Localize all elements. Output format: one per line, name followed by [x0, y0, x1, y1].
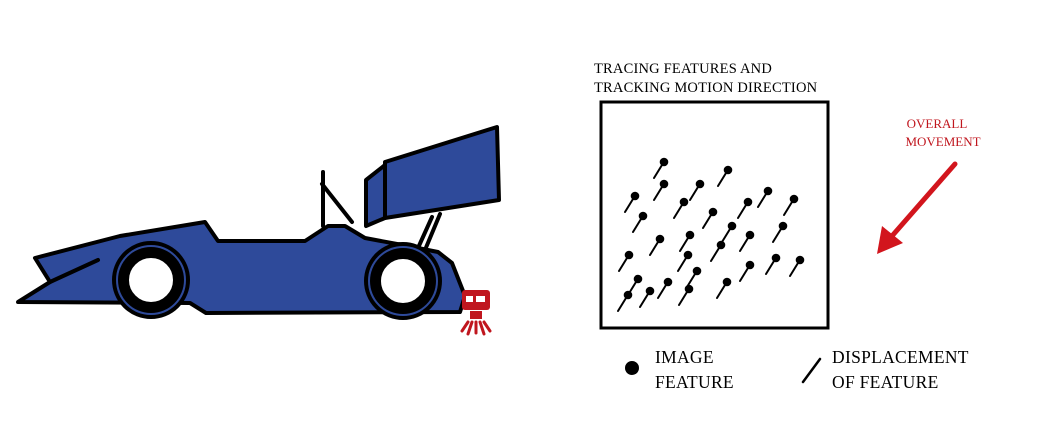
- feature-dot: [763, 186, 773, 196]
- displacement-stroke: [702, 214, 712, 229]
- feature-dot: [723, 165, 733, 175]
- displacement-stroke: [639, 293, 649, 308]
- displacement-stroke: [673, 204, 683, 219]
- feature-dot: [685, 230, 695, 240]
- displacement-stroke: [739, 267, 749, 282]
- feature-dot: [655, 234, 665, 244]
- displacement-stroke: [649, 241, 659, 256]
- feature-dot: [745, 230, 755, 240]
- displacement-stroke: [689, 186, 699, 201]
- arrow-label-line2: MOVEMENT: [905, 134, 980, 149]
- legend-feature-line1: IMAGE: [655, 347, 714, 367]
- displacement-stroke: [617, 297, 627, 312]
- displacement-stroke: [632, 218, 642, 233]
- feature-dot: [745, 260, 755, 270]
- displacement-stroke: [677, 257, 687, 272]
- race-car-icon: [16, 125, 501, 320]
- feature-dot: [645, 286, 655, 296]
- feature-dot: [727, 221, 737, 231]
- feature-dot: [692, 266, 702, 276]
- feature-dot: [743, 197, 753, 207]
- feature-dot: [683, 250, 693, 260]
- feature-dot: [663, 277, 673, 287]
- feature-dot: [708, 207, 718, 217]
- displacement-stroke: [765, 260, 775, 275]
- legend-feature-line2: FEATURE: [655, 372, 734, 392]
- legend-displacement: DISPLACEMENT OF FEATURE: [801, 347, 969, 392]
- feature-dot: [638, 211, 648, 221]
- displacement-stroke: [789, 262, 799, 277]
- legend-displacement-line1: DISPLACEMENT: [832, 347, 969, 367]
- feature-dot: [659, 179, 669, 189]
- displacement-stroke: [653, 164, 663, 179]
- displacement-stroke: [783, 201, 793, 216]
- feature-dot: [630, 191, 640, 201]
- feature-dot: [789, 194, 799, 204]
- displacement-stroke: [739, 237, 749, 252]
- feature-dot: [679, 197, 689, 207]
- displacement-stroke: [737, 204, 747, 219]
- displacement-stroke: [653, 186, 663, 201]
- feature-dot: [795, 255, 805, 265]
- feature-dot: [633, 274, 643, 284]
- panel-caption-line1: TRACING FEATURES AND: [594, 61, 772, 77]
- feature-dot: [684, 284, 694, 294]
- legend-image-feature: IMAGE FEATURE: [625, 347, 734, 392]
- displacement-stroke: [721, 228, 731, 243]
- arrow-label-line1: OVERALL: [907, 116, 968, 131]
- diagonal-arrow-icon: [877, 161, 958, 254]
- feature-dot: [624, 250, 634, 260]
- feature-dot-icon: [625, 361, 639, 375]
- displacement-stroke: [772, 228, 782, 243]
- legend-displacement-line2: OF FEATURE: [832, 372, 939, 392]
- displacement-stroke: [710, 247, 720, 262]
- feature-dot: [778, 221, 788, 231]
- optical-flow-sensor-icon: [460, 290, 492, 336]
- feature-dot: [722, 277, 732, 287]
- feature-dot: [623, 290, 633, 300]
- feature-dot: [771, 253, 781, 263]
- feature-dot: [659, 157, 669, 167]
- displacement-stroke: [657, 284, 667, 299]
- feature-dot: [695, 179, 705, 189]
- displacement-stroke: [717, 172, 727, 187]
- displacement-stroke: [624, 198, 634, 213]
- feature-dot: [716, 240, 726, 250]
- displacement-stroke: [618, 257, 628, 272]
- displacement-stroke-icon: [801, 357, 822, 384]
- displacement-stroke: [757, 193, 767, 208]
- feature-field: [617, 157, 805, 312]
- displacement-stroke: [679, 237, 689, 252]
- displacement-stroke: [678, 291, 688, 306]
- displacement-stroke: [716, 284, 726, 299]
- panel-caption-line2: TRACKING MOTION DIRECTION: [594, 80, 818, 96]
